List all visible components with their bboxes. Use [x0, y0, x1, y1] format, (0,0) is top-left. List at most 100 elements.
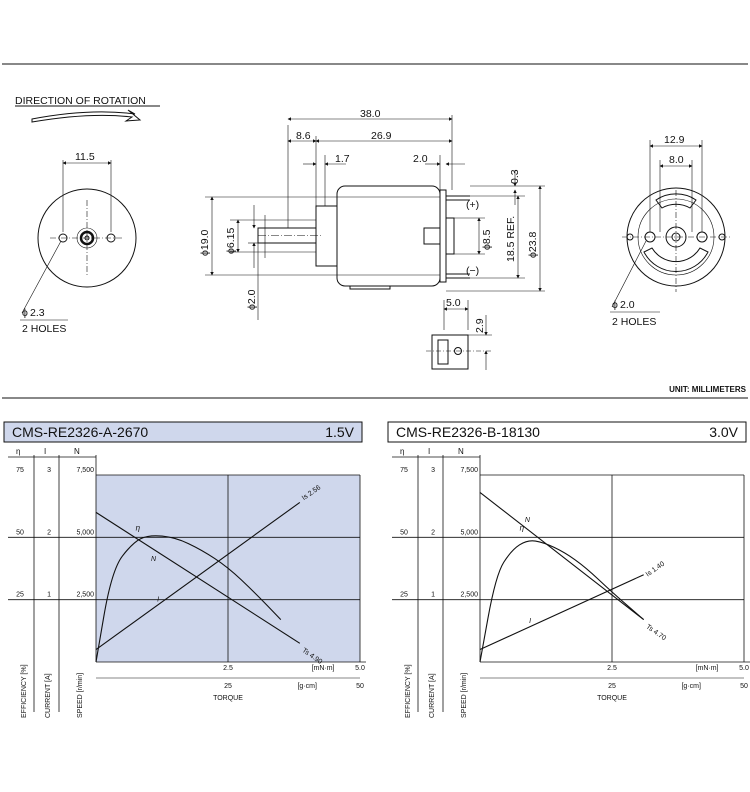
chart-b-eff-tick: 25: [400, 592, 408, 599]
chart-a-series-i: [95, 501, 301, 650]
unit-label: UNIT: MILLIMETERS: [669, 385, 747, 394]
chart-a-mnm-tick: 5.0: [355, 665, 365, 672]
chart-a-eff-tick: 25: [16, 592, 24, 599]
chart-b-header: [387, 421, 747, 443]
chart-b-series-n: [479, 492, 645, 621]
chart-a-spd-tick: 7,500: [76, 467, 94, 474]
chart-b-ts-annotation: Ts 4.70: [645, 624, 668, 643]
chart-b-spd-tick: 7,500: [460, 467, 478, 474]
chart-a-voltage: 1.5V: [325, 424, 354, 440]
chart-b-gcm-tick: 50: [740, 683, 748, 690]
right-dim-outer: 12.9: [664, 134, 685, 146]
chart-a-eta-header: η: [16, 447, 20, 456]
chart-b-spd-label: SPEED [r/min]: [461, 673, 468, 718]
left-holes-label: 2 HOLES: [22, 323, 66, 335]
brush-boss: [445, 217, 455, 255]
chart-b-label-eta: η: [520, 523, 525, 532]
chart-a-i-header: I: [44, 447, 46, 456]
chart-b-xlabel: TORQUE: [597, 695, 627, 702]
right-dim-inner: 8.0: [669, 154, 684, 166]
right-holes-label: 2 HOLES: [612, 316, 656, 328]
dim-shaft-length: 8.6: [296, 130, 311, 142]
rotation-label: DIRECTION OF ROTATION: [15, 95, 146, 107]
chart-a-series-eta: [95, 535, 282, 663]
dim-gap: 0.3: [509, 169, 521, 184]
chart-b-label-i: I: [529, 618, 531, 625]
side-view: (+) (−) 38.0 8.6 26.9 1.7 2.0 0.3 ϕ8.5 1…: [199, 108, 545, 370]
chart-b-voltage: 3.0V: [709, 424, 738, 440]
right-slot: [643, 247, 709, 273]
chart-a-gcm-tick: 25: [224, 683, 232, 690]
body-bottom-tab: [349, 285, 391, 290]
chart-a-mnm-unit: [mN·m]: [312, 665, 335, 672]
left-dim-top: 11.5: [75, 151, 95, 163]
chart-b-mnm-unit: [mN·m]: [696, 665, 719, 672]
chart-a-label-eta: η: [136, 523, 141, 532]
chart-b-cur-label: CURRENT [A]: [429, 673, 436, 718]
chart-a-spd-tick: 2,500: [76, 592, 94, 599]
terminal-block: [423, 227, 441, 245]
dim-length: 38.0: [360, 108, 381, 120]
chart-b-n-header: N: [458, 447, 464, 456]
terminal-plate: [431, 334, 469, 370]
chart-b-series-i: [479, 574, 644, 651]
chart-b-spd-tick: 2,500: [460, 592, 478, 599]
chart-b-series-eta: [479, 540, 645, 663]
left-can-outline: [37, 188, 137, 288]
dia-brush: ϕ8.5: [481, 229, 493, 250]
chart-a-label-n: N: [151, 556, 157, 563]
chart-a-spd-label: SPEED [r/min]: [77, 673, 84, 718]
chart-b-mnm-tick: 5.0: [739, 665, 749, 672]
dim-boss: 1.7: [335, 153, 350, 165]
dim-body-length: 26.9: [371, 130, 392, 142]
left-hole-dia: 2.3: [30, 307, 45, 319]
chart-b-eff-tick: 50: [400, 529, 408, 536]
chart-b-cur-tick: 2: [431, 529, 435, 536]
terminal-detail: 5.0 2.9: [426, 297, 492, 370]
chart-b-eff-tick: 75: [400, 467, 408, 474]
dia-body: ϕ19.0: [199, 230, 211, 256]
chart-a-cur-label: CURRENT [A]: [45, 673, 52, 718]
terminal-minus-label: (−): [466, 265, 479, 277]
chart-a-xlabel: TORQUE: [213, 695, 243, 702]
chart-b-cur-tick: 3: [431, 467, 435, 474]
left-end-view: 11.5 ϕ 2.3 2 HOLES: [20, 151, 137, 335]
right-end-view: 12.9 8.0 ϕ 2.0 2 HOLES: [610, 134, 732, 328]
chart-a-eff-label: EFFICIENCY [%]: [21, 664, 28, 718]
chart-a-label-i: I: [157, 596, 159, 603]
chart-b-eta-header: η: [400, 447, 404, 456]
terminal-height: 2.9: [474, 318, 486, 333]
chart-b-gcm-tick: 25: [608, 683, 616, 690]
chart-a-cur-tick: 2: [47, 529, 51, 536]
chart-a-series-n: [95, 511, 301, 644]
chart-a-mnm-tick: 2.5: [223, 665, 233, 672]
chart-b-label-n: N: [525, 517, 531, 524]
rotation-indicator: DIRECTION OF ROTATION: [15, 95, 160, 123]
front-boss: [315, 205, 338, 267]
dia-shaft-boss: ϕ6.15: [225, 228, 237, 254]
terminal-plus-label: (+): [466, 199, 479, 211]
chart-a-gcm-tick: 50: [356, 683, 364, 690]
dia-can: ϕ23.8: [527, 232, 539, 258]
chart-a-gcm-unit: [g·cm]: [297, 683, 317, 690]
chart-b-cur-tick: 1: [431, 592, 435, 599]
left-phi: ϕ: [22, 307, 28, 319]
chart-b-model: CMS-RE2326-B-18130: [396, 424, 540, 440]
chart-a-cur-tick: 1: [47, 592, 51, 599]
chart-a-cur-tick: 3: [47, 467, 51, 474]
chart-b-mnm-tick: 2.5: [607, 665, 617, 672]
chart-a-header: [3, 421, 363, 443]
motor-body: [336, 185, 441, 287]
right-phi: ϕ: [612, 299, 618, 311]
chart-b-eff-label: EFFICIENCY [%]: [405, 664, 412, 718]
chart-a-eff-tick: 50: [16, 529, 24, 536]
terminal-width: 5.0: [446, 297, 461, 309]
chart-b-i-header: I: [428, 447, 430, 456]
chart-a-n-header: N: [74, 447, 80, 456]
chart-a-spd-tick: 5,000: [76, 529, 94, 536]
